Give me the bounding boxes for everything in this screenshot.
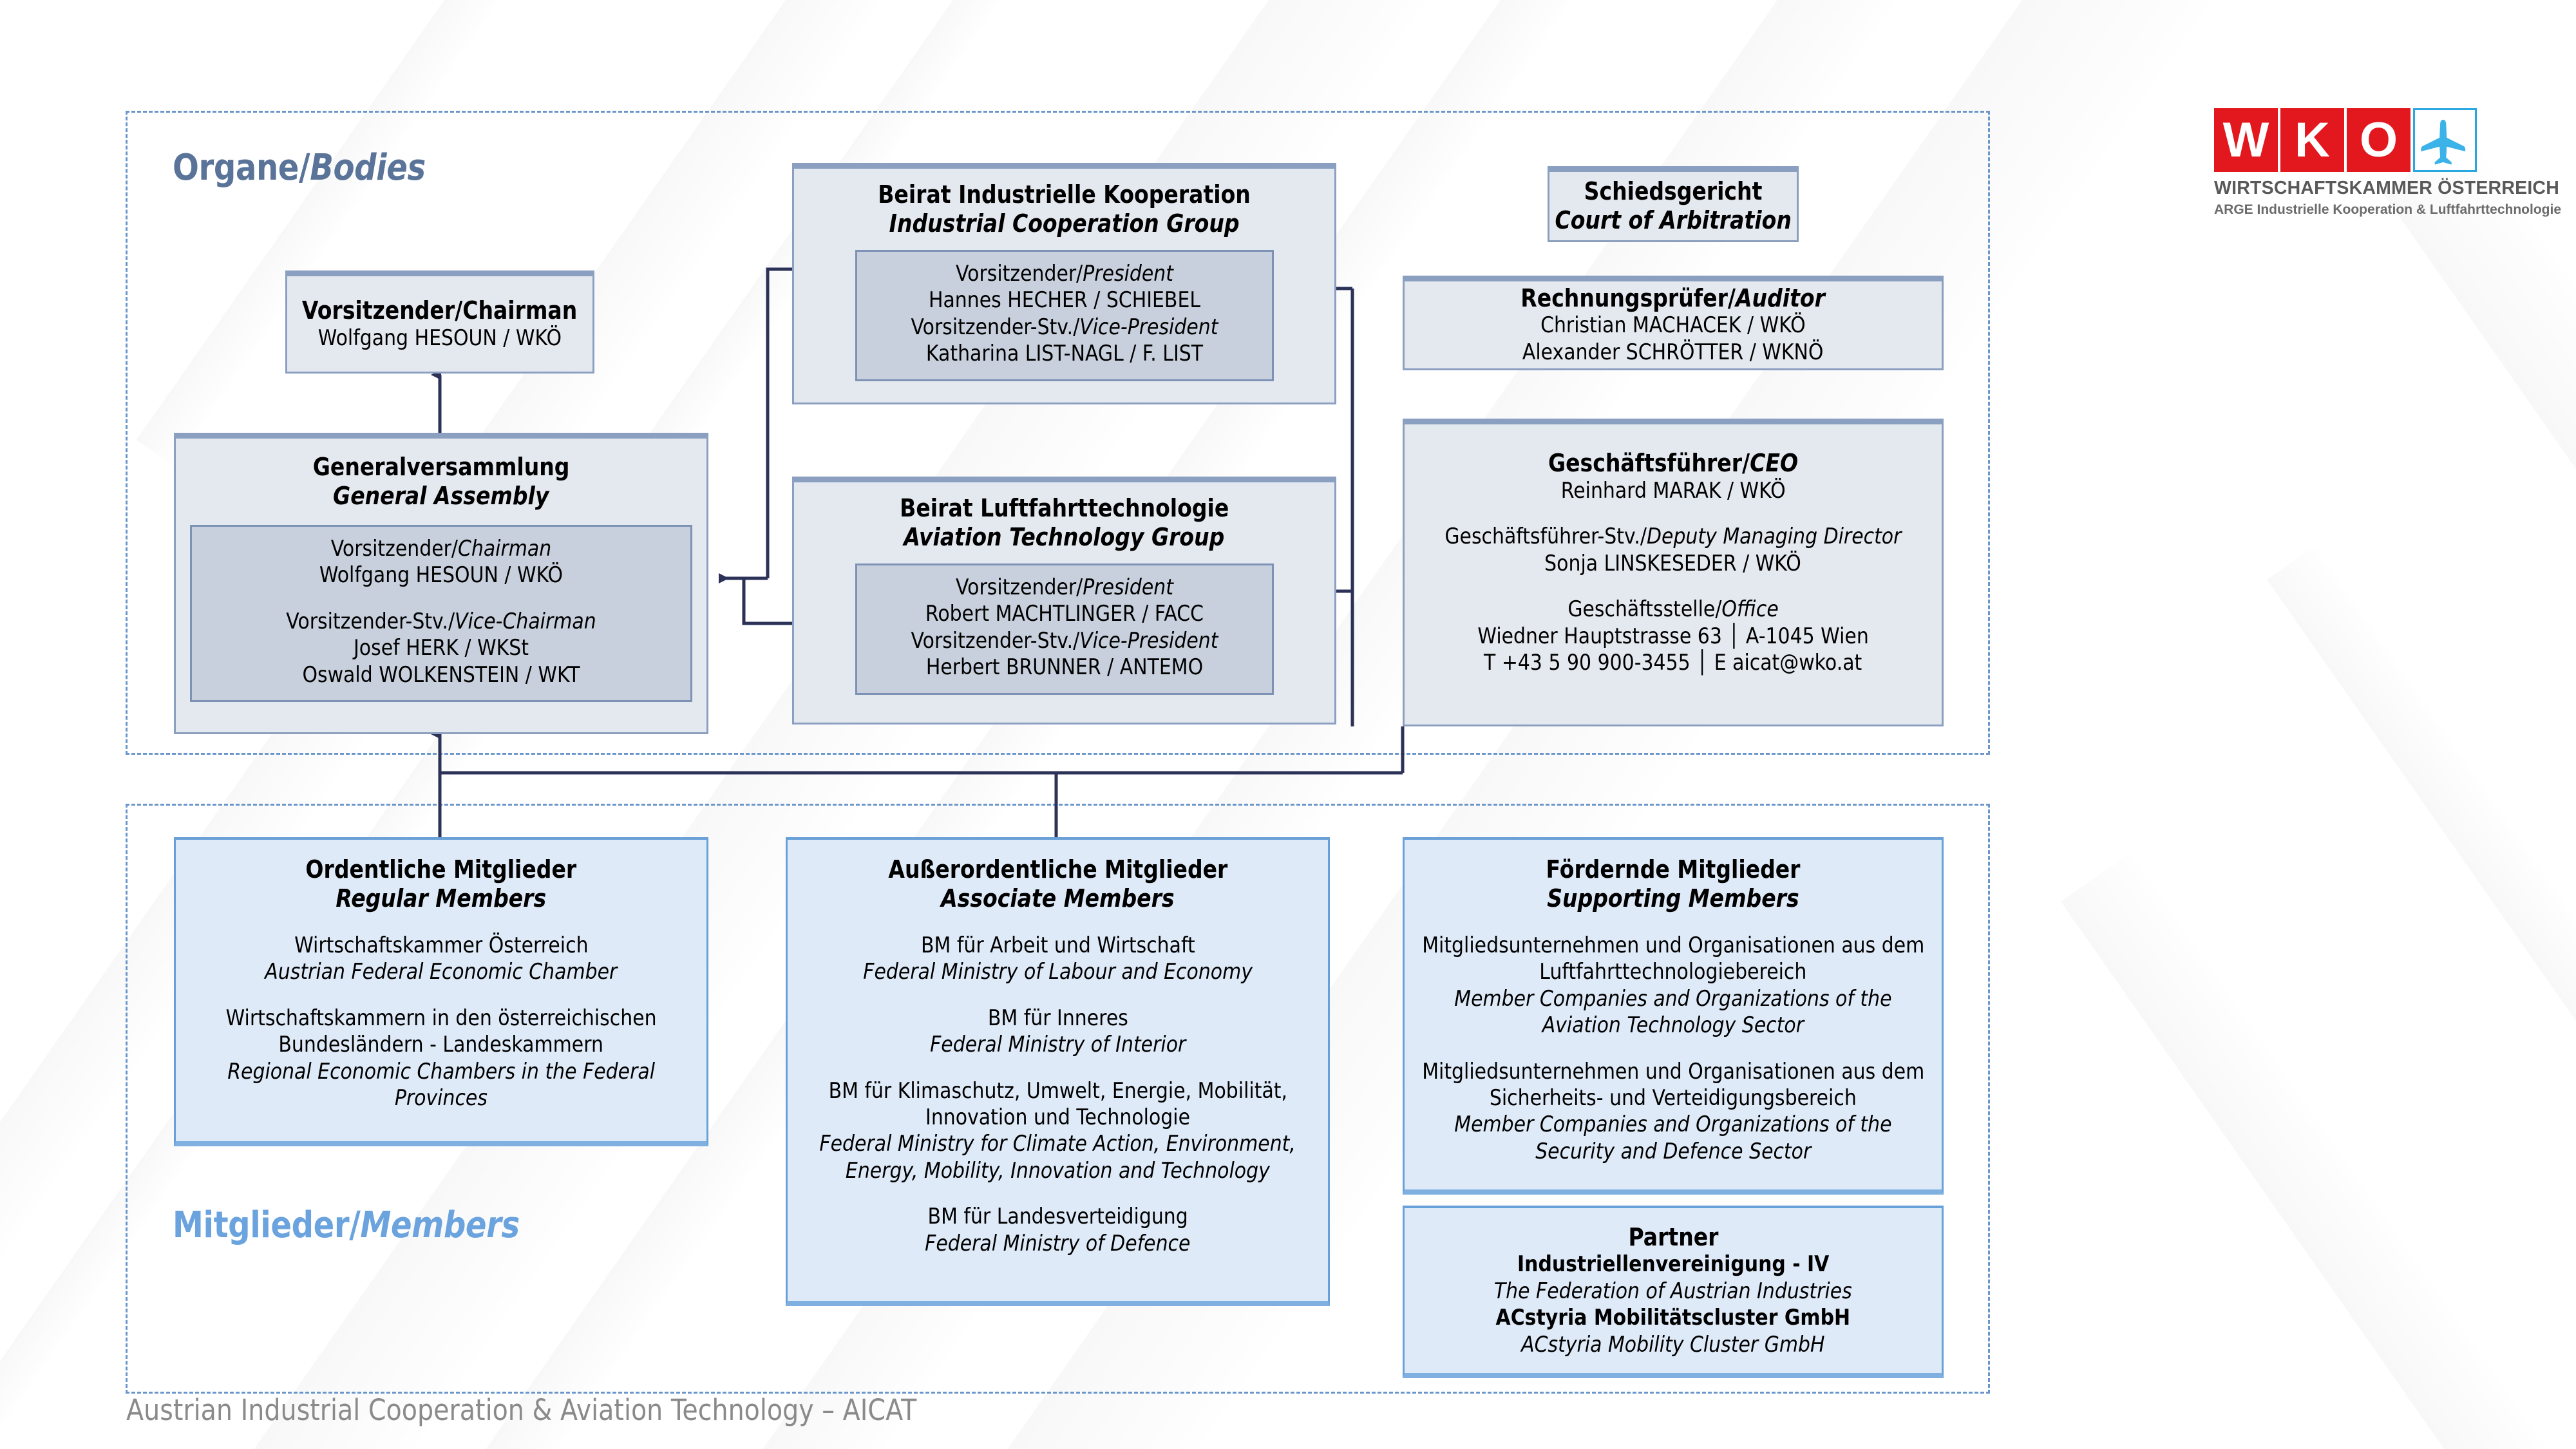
sm-entry-0-en-0: Member Companies and Organizations of th…: [1454, 985, 1892, 1012]
court-title-de: Schiedsgericht: [1584, 177, 1763, 206]
am-entry-0-de-0: BM für Arbeit und Wirtschaft: [920, 932, 1195, 958]
rm-entry-0-en-0: Austrian Federal Economic Chamber: [265, 959, 618, 985]
associate-members-box: Außerordentliche Mitglieder Associate Me…: [786, 837, 1330, 1306]
sm-entry-1-en-0: Member Companies and Organizations of th…: [1454, 1112, 1892, 1138]
am-entry-2-en-0: Federal Ministry for Climate Action, Env…: [819, 1131, 1296, 1157]
am-title-de: Außerordentliche Mitglieder: [888, 855, 1227, 884]
wko-organization-name: WIRTSCHAFTSKAMMER ÖSTERREICH: [2214, 178, 2559, 198]
at-title-en: Aviation Technology Group: [904, 522, 1225, 551]
ic-role-president: Vorsitzender/President: [955, 260, 1173, 287]
partner-entry-0-en: The Federation of Austrian Industries: [1494, 1278, 1852, 1304]
am-entry-0-en-0: Federal Ministry of Labour and Economy: [863, 959, 1253, 985]
sm-entry-0-en-1: Aviation Technology Sector: [1542, 1012, 1804, 1039]
rm-entry-1-de-0: Wirtschaftskammern in den österreichisch…: [225, 1005, 657, 1031]
airplane-icon: [2413, 108, 2477, 172]
auditor-box: Rechnungsprüfer/Auditor Christian MACHAC…: [1403, 276, 1944, 370]
am-entry-1-de-0: BM für Inneres: [987, 1005, 1128, 1031]
ic-title-en: Industrial Cooperation Group: [889, 209, 1240, 238]
deputy-person: Sonja LINSKESEDER / WKÖ: [1544, 550, 1802, 576]
sm-title-en: Supporting Members: [1547, 884, 1799, 913]
auditor-title: Rechnungsprüfer/Auditor: [1520, 283, 1826, 312]
partner-entry-1-de: ACstyria Mobilitätscluster GmbH: [1495, 1305, 1851, 1331]
am-entry-3-de-0: BM für Landesverteidigung: [927, 1204, 1188, 1230]
ceo-title: Geschäftsführer/CEO: [1548, 449, 1799, 477]
wko-logo: W K O WIRTSCHAFTSKAMMER ÖSTERREICH ARGE …: [2214, 108, 2562, 218]
am-entry-2-de-1: Innovation und Technologie: [925, 1104, 1190, 1130]
rm-entry-1-de-1: Bundesländern - Landeskammern: [278, 1032, 604, 1058]
court-of-arbitration-box: Schiedsgericht Court of Arbitration: [1548, 166, 1799, 242]
am-title-en: Associate Members: [941, 884, 1175, 913]
wko-tile-k: K: [2280, 108, 2344, 172]
office-label: Geschäftsstelle/Office: [1567, 596, 1779, 623]
sm-entry-1-en-1: Security and Defence Sector: [1535, 1138, 1812, 1164]
wko-tile-w: W: [2214, 108, 2278, 172]
organe-section-frame: [126, 111, 1990, 755]
wko-tile-o: O: [2347, 108, 2410, 172]
am-entry-2-en-1: Energy, Mobility, Innovation and Technol…: [846, 1157, 1270, 1184]
general-assembly-inner: Vorsitzender/Chairman Wolfgang HESOUN / …: [190, 524, 692, 702]
ceo-person: Reinhard MARAK / WKÖ: [1560, 477, 1786, 504]
partner-entry-0-de: Industriellenvereinigung - IV: [1517, 1251, 1830, 1278]
general-assembly-box: Generalversammlung General Assembly Vors…: [174, 433, 708, 734]
ga-person-vice-1: Josef HERK / WKSt: [353, 635, 529, 661]
chairman-box: Vorsitzender/Chairman Wolfgang HESOUN / …: [285, 270, 594, 374]
sm-entry-1-de-0: Mitgliedsunternehmen und Organisationen …: [1421, 1058, 1925, 1084]
rm-entry-1-en-1: Provinces: [394, 1085, 488, 1111]
sm-entry-0-de-0: Mitgliedsunternehmen und Organisationen …: [1421, 932, 1925, 958]
wko-logo-tiles: W K O: [2214, 108, 2510, 172]
rm-title-de: Ordentliche Mitglieder: [305, 855, 577, 884]
ic-inner: Vorsitzender/President Hannes HECHER / S…: [855, 249, 1274, 381]
court-title-en: Court of Arbitration: [1555, 206, 1792, 234]
page-footer-title: Austrian Industrial Cooperation & Aviati…: [126, 1393, 917, 1427]
wko-subtitle: ARGE Industrielle Kooperation & Luftfahr…: [2214, 202, 2562, 217]
mitglieder-section-title: Mitglieder/Members: [173, 1204, 520, 1246]
ceo-box: Geschäftsführer/CEO Reinhard MARAK / WKÖ…: [1403, 419, 1944, 726]
auditor-person-2: Alexander SCHRÖTTER / WKNÖ: [1522, 339, 1824, 365]
ga-role-vice-chairman: Vorsitzender-Stv./Vice-Chairman: [286, 608, 596, 634]
mitglieder-section-frame: [126, 804, 1990, 1394]
at-inner: Vorsitzender/President Robert MACHTLINGE…: [855, 563, 1274, 695]
at-role-president: Vorsitzender/President: [955, 574, 1173, 600]
industrial-cooperation-box: Beirat Industrielle Kooperation Industri…: [792, 163, 1336, 404]
am-entry-1-en-0: Federal Ministry of Interior: [929, 1032, 1186, 1058]
ic-person-vice-president: Katharina LIST-NAGL / F. LIST: [925, 341, 1203, 367]
supporting-members-box: Fördernde Mitglieder Supporting Members …: [1403, 837, 1944, 1195]
office-contact: T +43 5 90 900-3455 │ E aicat@wko.at: [1484, 650, 1862, 676]
at-role-vice-president: Vorsitzender-Stv./Vice-President: [911, 627, 1218, 654]
ic-person-president: Hannes HECHER / SCHIEBEL: [928, 287, 1200, 314]
sm-entry-0-de-1: Luftfahrttechnologiebereich: [1539, 959, 1807, 985]
partner-entry-1-en: ACstyria Mobility Cluster GmbH: [1521, 1331, 1825, 1358]
at-person-vice-president: Herbert BRUNNER / ANTEMO: [925, 654, 1203, 681]
ga-role-chairman: Vorsitzender/Chairman: [330, 535, 552, 562]
at-title-de: Beirat Luftfahrttechnologie: [899, 494, 1229, 522]
ic-title-de: Beirat Industrielle Kooperation: [878, 180, 1251, 209]
ga-person-chairman: Wolfgang HESOUN / WKÖ: [319, 562, 564, 589]
chairman-person: Wolfgang HESOUN / WKÖ: [317, 325, 562, 351]
rm-entry-1-en-0: Regional Economic Chambers in the Federa…: [227, 1058, 655, 1084]
aviation-technology-box: Beirat Luftfahrttechnologie Aviation Tec…: [792, 477, 1336, 724]
general-assembly-title-de: Generalversammlung: [312, 453, 570, 481]
ga-person-vice-2: Oswald WOLKENSTEIN / WKT: [302, 661, 580, 688]
ic-role-vice-president: Vorsitzender-Stv./Vice-President: [911, 314, 1218, 340]
auditor-person-1: Christian MACHACEK / WKÖ: [1540, 312, 1806, 339]
office-address: Wiedner Hauptstrasse 63 │ A-1045 Wien: [1477, 623, 1869, 649]
rm-title-en: Regular Members: [336, 884, 547, 913]
deputy-role: Geschäftsführer-Stv./Deputy Managing Dir…: [1444, 524, 1902, 550]
chairman-title: Vorsitzender/Chairman: [302, 296, 578, 325]
sm-title-de: Fördernde Mitglieder: [1546, 855, 1801, 884]
general-assembly-title-en: General Assembly: [333, 481, 549, 510]
organe-section-title: Organe/Bodies: [173, 147, 426, 189]
rm-entry-0-de-0: Wirtschaftskammer Österreich: [294, 932, 589, 958]
partner-title: Partner: [1627, 1222, 1719, 1251]
at-person-president: Robert MACHTLINGER / FACC: [925, 601, 1204, 627]
am-entry-2-de-0: BM für Klimaschutz, Umwelt, Energie, Mob…: [828, 1077, 1287, 1104]
am-entry-3-en-0: Federal Ministry of Defence: [925, 1230, 1191, 1256]
regular-members-box: Ordentliche Mitglieder Regular Members W…: [174, 837, 708, 1146]
partner-box: Partner Industriellenvereinigung - IV Th…: [1403, 1206, 1944, 1378]
sm-entry-1-de-1: Sicherheits- und Verteidigungsbereich: [1490, 1085, 1857, 1111]
